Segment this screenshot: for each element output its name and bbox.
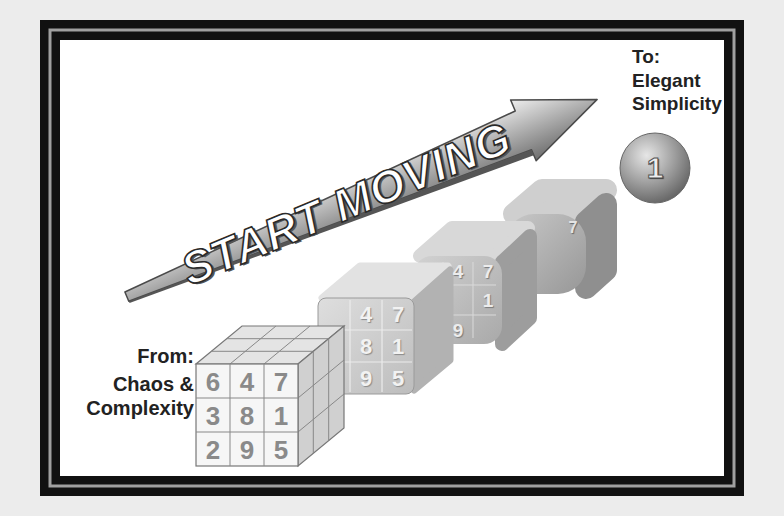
to-label: Elegant Simplicity xyxy=(632,70,724,116)
to-label: To: xyxy=(632,46,724,69)
content-area xyxy=(58,38,726,478)
arrow-body xyxy=(114,69,610,327)
cube-front xyxy=(196,364,298,466)
from-label: Chaos & Complexity xyxy=(80,372,194,420)
sphere-number: 1 xyxy=(619,132,691,204)
grid-line xyxy=(381,300,382,392)
grid-line xyxy=(211,351,313,352)
cube-digit: 7 xyxy=(274,369,288,395)
cube-digit: 4 xyxy=(360,304,372,326)
cube-digit: 7 xyxy=(569,220,578,236)
cube-digit: 1 xyxy=(274,403,288,429)
number-cube xyxy=(196,326,344,466)
grid-line xyxy=(196,432,298,433)
cube-digit: 9 xyxy=(453,321,464,340)
cube-digit: 1 xyxy=(392,336,404,358)
cube-digit: 4 xyxy=(453,262,464,281)
cube-side xyxy=(414,270,450,390)
cube-digit: 3 xyxy=(206,403,220,429)
cube-digit: 7 xyxy=(483,262,494,281)
grid-line xyxy=(328,339,329,441)
cube-digit: 5 xyxy=(392,368,404,390)
cube-side xyxy=(298,326,344,466)
grid-line xyxy=(473,262,474,338)
cube-digit: 4 xyxy=(240,369,254,395)
cube-digit: 8 xyxy=(240,403,254,429)
cube-digit: 5 xyxy=(274,437,288,463)
sphere-body xyxy=(620,133,690,203)
cube-digit: 1 xyxy=(483,291,494,310)
cube-digit: 2 xyxy=(206,437,220,463)
frame-line xyxy=(50,30,734,486)
outer-frame xyxy=(40,20,744,496)
cube-digit: 9 xyxy=(240,437,254,463)
grid-line xyxy=(313,351,314,453)
grid-line xyxy=(196,398,298,399)
cube-digit: 7 xyxy=(392,304,404,326)
grid-line xyxy=(349,300,350,392)
grid-line xyxy=(230,326,276,364)
cube-digit: 8 xyxy=(360,336,372,358)
grid-line xyxy=(298,360,344,398)
cube-side xyxy=(586,204,606,288)
grid-line xyxy=(298,394,344,432)
cube-digit: 6 xyxy=(206,369,220,395)
grid-line xyxy=(227,338,329,339)
grid-line xyxy=(264,326,310,364)
grid-line xyxy=(230,364,231,466)
from-label: From: xyxy=(80,344,194,368)
sphere: 1 xyxy=(619,132,691,204)
cube-digit: 9 xyxy=(360,368,372,390)
grid-line xyxy=(264,364,265,466)
cube-side xyxy=(502,236,530,344)
